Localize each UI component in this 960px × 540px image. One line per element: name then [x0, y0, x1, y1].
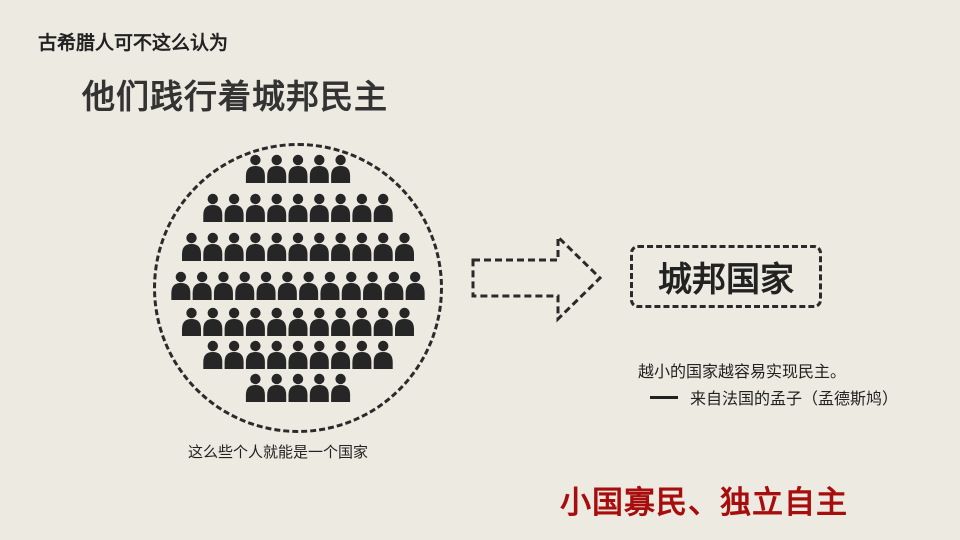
- person-icon: [267, 232, 287, 261]
- person-icon: [309, 307, 329, 336]
- person-icon: [309, 193, 329, 222]
- person-icon: [288, 193, 308, 222]
- person-icon: [299, 271, 319, 300]
- person-icon: [331, 307, 351, 336]
- person-icon: [203, 193, 223, 222]
- person-icon: [309, 154, 329, 183]
- dash-mark: [650, 395, 678, 399]
- person-icon: [267, 340, 287, 369]
- person-icon: [224, 193, 244, 222]
- person-icon: [331, 154, 351, 183]
- person-icon: [288, 154, 308, 183]
- person-icon: [309, 232, 329, 261]
- person-icon: [245, 373, 265, 402]
- person-icon: [352, 193, 372, 222]
- person-icon: [256, 271, 276, 300]
- dashed-circle: [153, 143, 443, 433]
- person-icon: [267, 307, 287, 336]
- person-icon: [384, 271, 404, 300]
- person-icon: [373, 232, 393, 261]
- city-state-box: 城邦国家: [630, 245, 822, 308]
- person-icon: [352, 340, 372, 369]
- person-icon: [395, 232, 414, 261]
- person-icon: [320, 271, 340, 300]
- person-icon: [203, 340, 223, 369]
- slide-subtitle: 古希腊人可不这么认为: [38, 32, 229, 54]
- arrow-right-icon: [471, 233, 603, 323]
- person-icon: [373, 340, 393, 369]
- quote-text: 越小的国家越容易实现民主。: [638, 362, 847, 381]
- person-icon: [245, 340, 265, 369]
- person-icon: [352, 307, 372, 336]
- person-icon: [192, 271, 212, 300]
- slogan: 小国寡民、独立自主: [560, 485, 848, 521]
- person-icon: [395, 307, 414, 336]
- person-icon: [235, 271, 255, 300]
- person-icon: [373, 307, 393, 336]
- person-icon: [363, 271, 383, 300]
- person-icon: [288, 307, 308, 336]
- quote-attribution: 来自法国的孟子（孟德斯鸠）: [650, 385, 898, 409]
- quote-author: 来自法国的孟子（孟德斯鸠）: [690, 389, 899, 408]
- person-icon: [267, 193, 287, 222]
- person-icon: [373, 193, 393, 222]
- person-icon: [405, 271, 425, 300]
- person-icon: [245, 307, 265, 336]
- person-icon: [203, 307, 223, 336]
- person-icon: [245, 193, 265, 222]
- person-icon: [267, 154, 287, 183]
- person-icon: [203, 232, 223, 261]
- person-icon: [224, 340, 244, 369]
- people-caption: 这么些个人就能是一个国家: [188, 443, 369, 461]
- person-icon: [245, 154, 265, 183]
- person-icon: [213, 271, 233, 300]
- person-icon: [245, 232, 265, 261]
- person-icon: [331, 340, 351, 369]
- person-icon: [331, 373, 351, 402]
- person-icon: [288, 232, 308, 261]
- person-icon: [224, 307, 244, 336]
- person-icon: [288, 340, 308, 369]
- person-icon: [182, 307, 201, 336]
- person-icon: [182, 232, 201, 261]
- person-icon: [288, 373, 308, 402]
- person-icon: [341, 271, 361, 300]
- person-icon: [352, 232, 372, 261]
- person-icon: [267, 373, 287, 402]
- person-icon: [277, 271, 297, 300]
- person-icon: [331, 232, 351, 261]
- person-icon: [331, 193, 351, 222]
- person-icon: [224, 232, 244, 261]
- person-icon: [309, 373, 329, 402]
- person-icon: [171, 271, 191, 300]
- slide-title: 他们践行着城邦民主: [82, 77, 388, 116]
- person-icon: [309, 340, 329, 369]
